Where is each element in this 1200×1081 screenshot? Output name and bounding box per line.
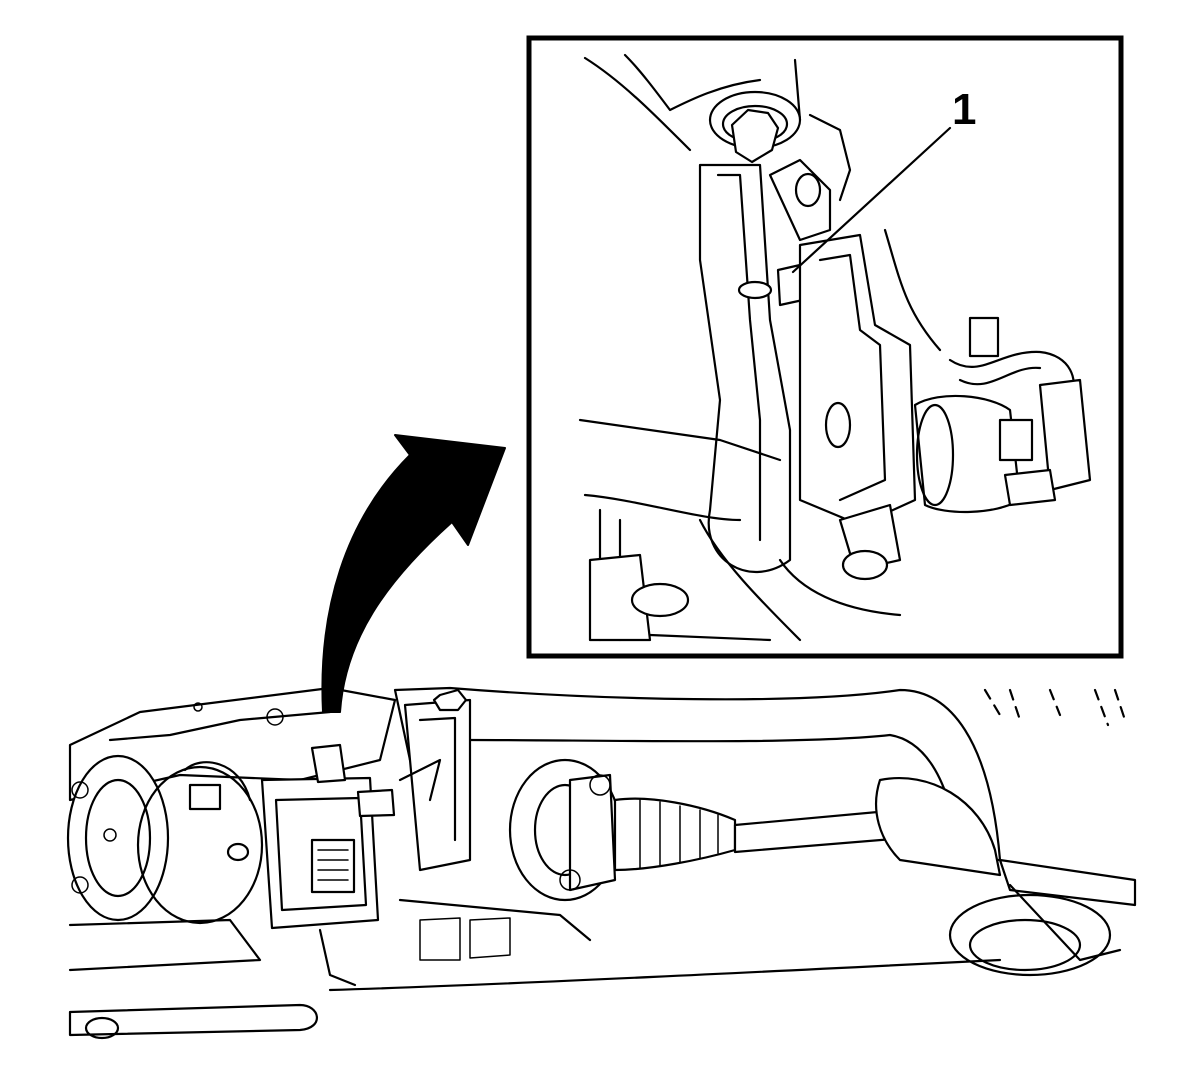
harness-connector-right <box>1038 378 1092 492</box>
lower-crossmember <box>68 1003 318 1037</box>
mounting-bracket <box>798 233 917 527</box>
rear-axle-assembly-view <box>66 686 1137 1040</box>
zoom-arrow <box>321 434 506 713</box>
lower-control-arm <box>875 777 1002 877</box>
harness-connector-upper <box>968 316 1000 358</box>
module-connector <box>310 838 356 894</box>
pivot-bushing <box>841 549 889 581</box>
callout-label-1: 1 <box>952 85 976 134</box>
inset-detail-view: 1 <box>526 35 1124 659</box>
support-bracket <box>403 698 472 872</box>
frame-rail <box>698 163 792 573</box>
callout-leader-line <box>791 126 952 274</box>
cv-joint-boot <box>613 797 737 872</box>
